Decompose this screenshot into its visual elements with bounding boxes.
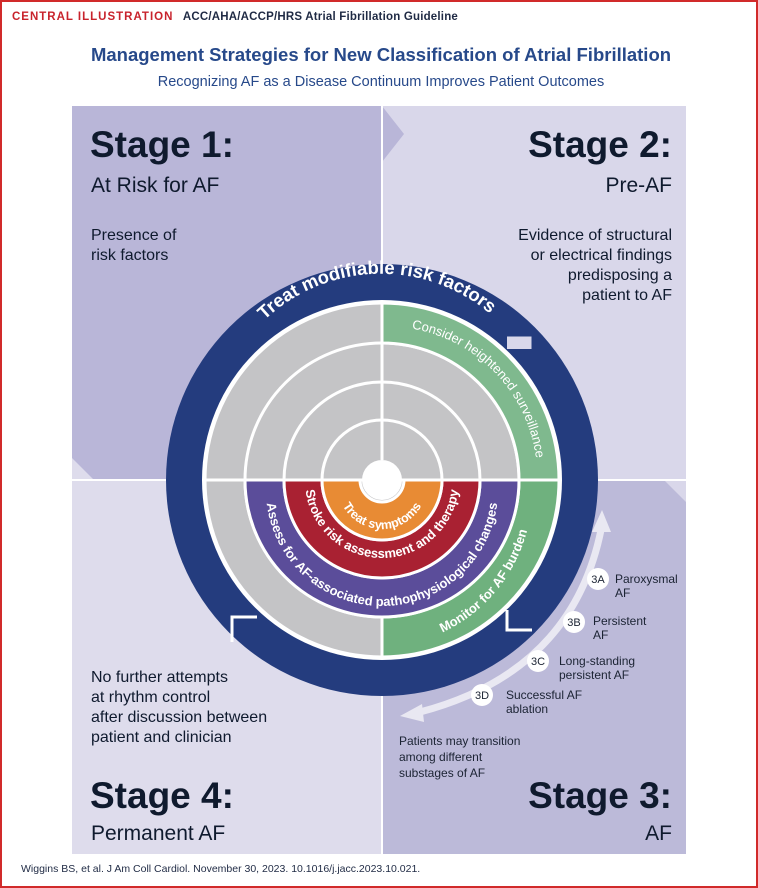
ring-break-right-bottom xyxy=(505,610,532,632)
stage4-number: Stage 4: xyxy=(90,775,234,816)
stage4-desc-line3: after discussion between xyxy=(91,709,267,726)
citation: Wiggins BS, et al. J Am Coll Cardiol. No… xyxy=(21,863,421,875)
substage-3b-label-line2: AF xyxy=(593,628,608,642)
stage2-desc-line2: or electrical findings xyxy=(531,247,672,264)
stage4-notch xyxy=(370,692,382,854)
substage-3c-label-line1: Long-standing xyxy=(559,654,635,668)
stage4-desc-line2: at rhythm control xyxy=(91,689,210,706)
diagram-subtitle: Recognizing AF as a Disease Continuum Im… xyxy=(157,74,605,90)
stage4-name: Permanent AF xyxy=(91,822,225,845)
substage-3a-label-line1: Paroxysmal xyxy=(615,572,678,586)
substage-3b-badge xyxy=(563,611,585,633)
substage-3b-label-line1: Persistent xyxy=(593,614,647,628)
stage4-desc-line1: No further attempts xyxy=(91,669,228,686)
substage-3a-code: 3A xyxy=(591,574,605,586)
diagram-title: Management Strategies for New Classifica… xyxy=(90,44,672,65)
stage2-desc-line1: Evidence of structural xyxy=(518,227,672,244)
transition-note-line3: substages of AF xyxy=(399,766,485,780)
ring-break-right-bracket xyxy=(507,333,535,355)
transition-arrow-head-bottom xyxy=(400,704,424,722)
stage2-number: Stage 2: xyxy=(528,124,672,165)
substage-3c-code: 3C xyxy=(531,656,545,668)
symptoms-arc xyxy=(320,478,444,542)
substage-3c-label-line2: persistent AF xyxy=(559,668,629,682)
substage-3d-badge xyxy=(471,684,493,706)
stage1-desc-line1: Presence of xyxy=(91,227,177,244)
stage3-name: AF xyxy=(645,822,672,845)
stage3-number: Stage 3: xyxy=(528,775,672,816)
substage-3d-label-line1: Successful AF xyxy=(506,688,582,702)
stage1-desc-line2: risk factors xyxy=(91,247,168,264)
transition-note-line2: among different xyxy=(399,750,483,764)
transition-note-line1: Patients may transition xyxy=(399,734,520,748)
transition-arrow-head-top xyxy=(592,510,611,532)
ring-break-right xyxy=(507,335,533,349)
header-brand: CENTRAL ILLUSTRATION xyxy=(12,11,174,23)
stage4-desc-line4: patient and clinician xyxy=(91,729,232,746)
transition-arrow xyxy=(419,529,605,716)
substage-3b-code: 3B xyxy=(567,617,580,629)
header-guideline: ACC/AHA/ACCP/HRS Atrial Fibrillation Gui… xyxy=(182,11,459,23)
stage1-number: Stage 1: xyxy=(90,124,234,165)
stage2-desc-line4: patient to AF xyxy=(582,287,672,304)
substage-3c-badge xyxy=(527,650,549,672)
substage-3d-label-line2: ablation xyxy=(506,702,548,716)
stage3-notch xyxy=(664,480,686,502)
stage2-name: Pre-AF xyxy=(605,174,672,197)
substage-3d-code: 3D xyxy=(475,690,489,702)
substage-3a-badge xyxy=(587,568,609,590)
stage1-name: At Risk for AF xyxy=(91,174,219,197)
stage1-notch xyxy=(72,458,94,480)
illustration-header: CENTRAL ILLUSTRATION ACC/AHA/ACCP/HRS At… xyxy=(12,11,458,23)
stage2-desc-line3: predisposing a xyxy=(568,267,672,284)
ring-break-left-bracket xyxy=(230,615,257,642)
stage2-notch xyxy=(382,106,404,162)
substage-3a-label-line2: AF xyxy=(615,586,630,600)
